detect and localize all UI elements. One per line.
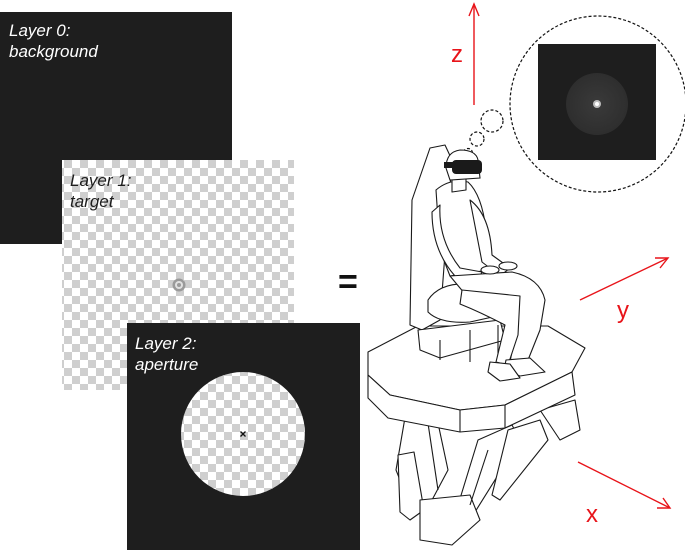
layer-0-label: Layer 0: background — [9, 20, 98, 62]
z-axis-label: z — [451, 41, 463, 68]
layer-1-label: Layer 1: target — [70, 170, 131, 212]
z-axis-arrow — [468, 2, 480, 105]
y-axis-label: y — [617, 297, 629, 324]
layer-2-subtitle: aperture — [135, 355, 199, 374]
target-ring-icon — [172, 278, 186, 292]
thought-view-target-icon — [593, 100, 601, 108]
x-axis-label: x — [586, 501, 598, 528]
layer-1-title: Layer 1: — [70, 171, 132, 190]
equals-sign: = — [338, 263, 358, 301]
layer-2-title: Layer 2: — [135, 334, 197, 353]
layer-0-title: Layer 0: — [9, 21, 71, 40]
layer-2-label: Layer 2: aperture — [135, 333, 198, 375]
y-axis-arrow — [579, 257, 670, 301]
motion-platform-icon — [367, 144, 586, 546]
fixation-cross-icon — [240, 431, 246, 437]
x-axis-arrow — [577, 461, 672, 509]
layer-0-subtitle: background — [9, 42, 98, 61]
vr-headset-icon — [444, 149, 482, 181]
layer-1-subtitle: target — [70, 192, 114, 211]
